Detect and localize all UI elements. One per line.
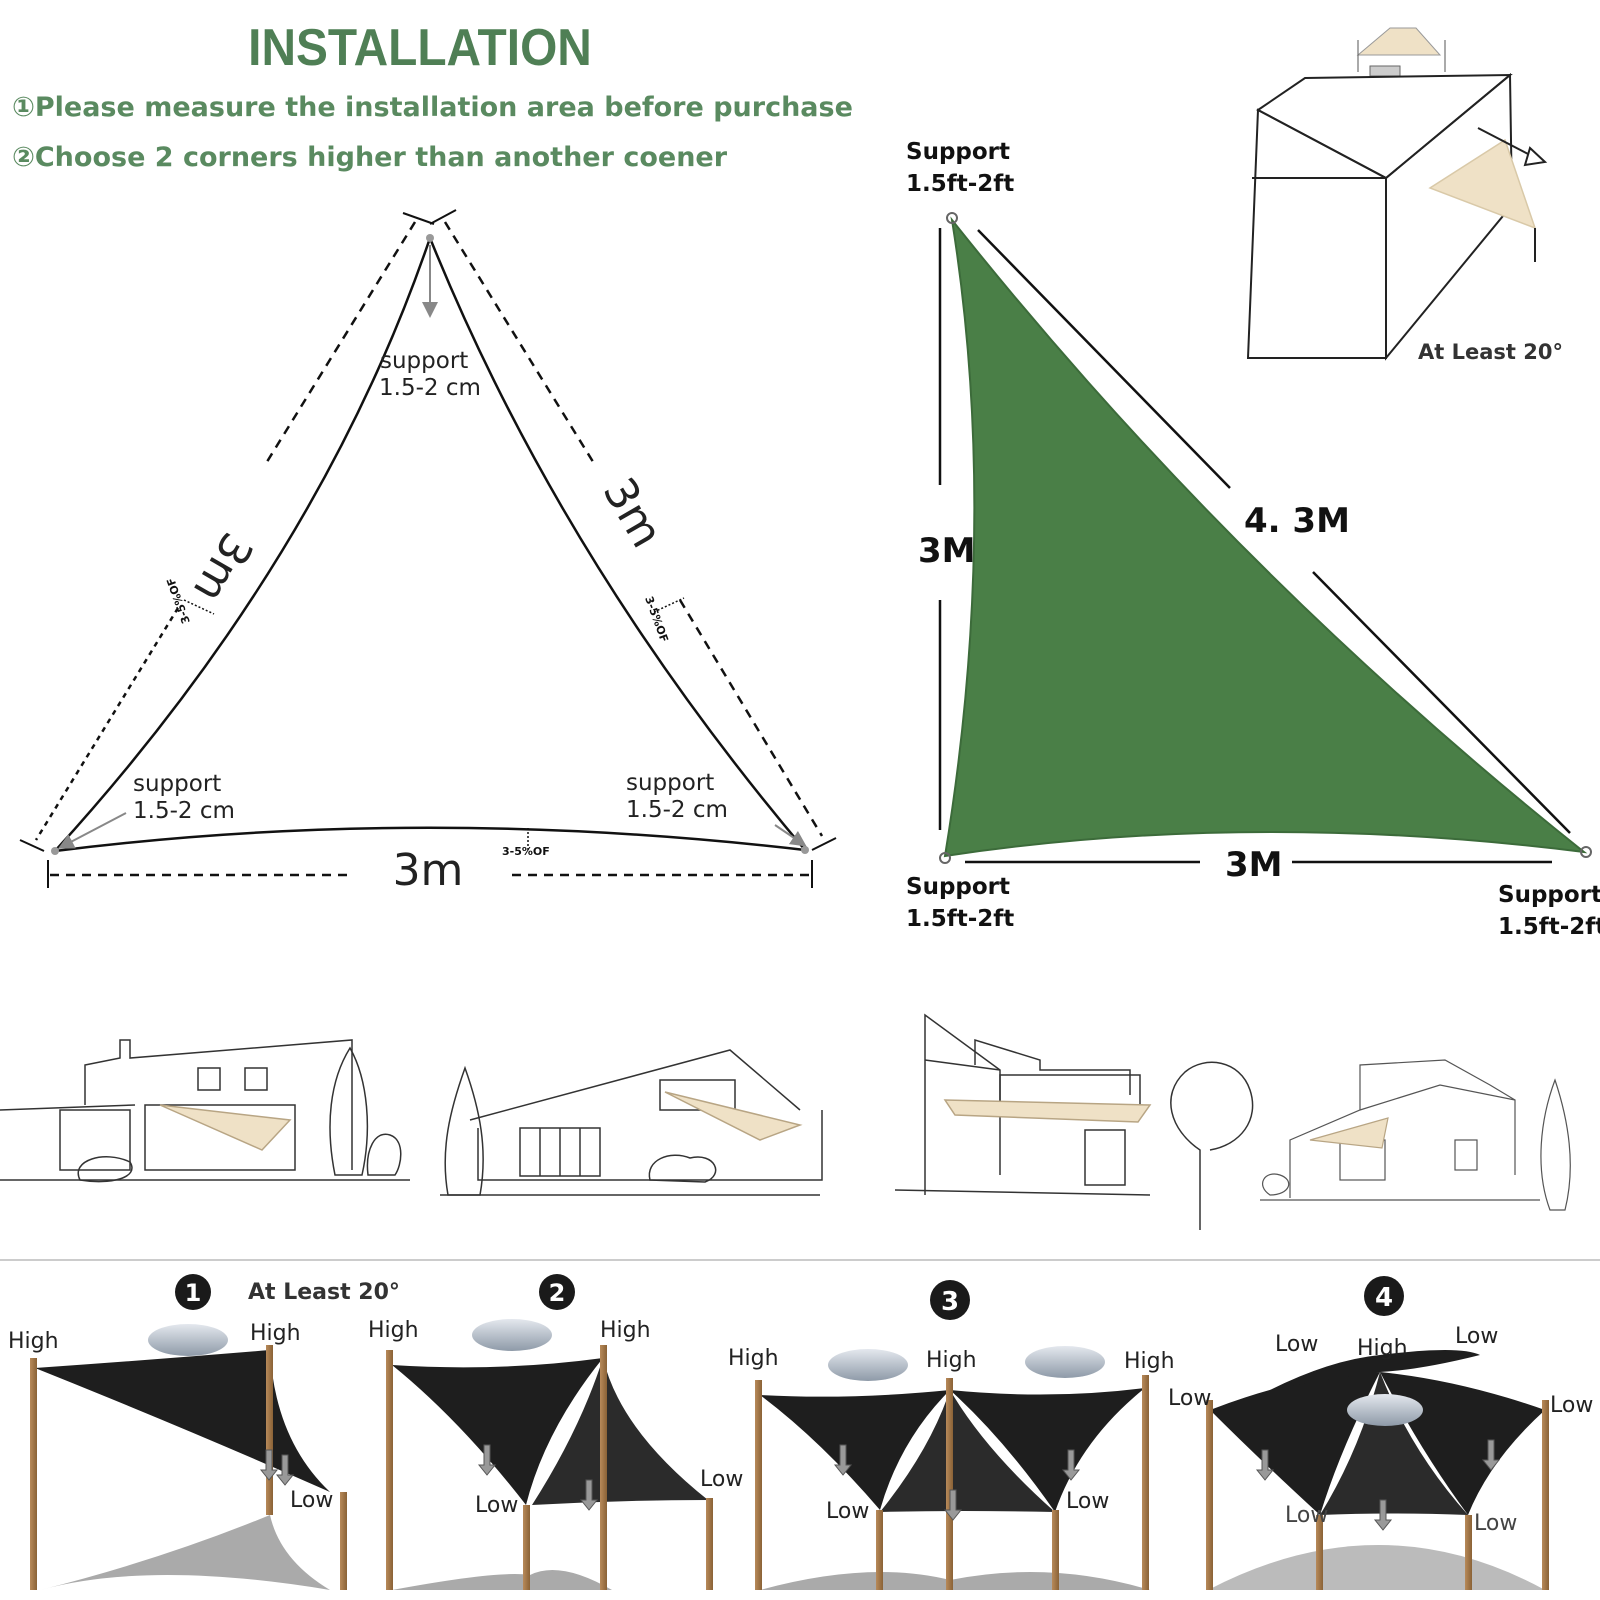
green-sail (943, 216, 1588, 858)
panel-number-4: 4 (1375, 1283, 1393, 1313)
side-length-right: 3m (593, 469, 673, 556)
right-triangle-sail-diagram: Support 1.5ft-2ft Support 1.5ft-2ft Supp… (906, 139, 1600, 940)
panel-number-2: 2 (549, 1279, 566, 1307)
label-low: Low (1275, 1332, 1318, 1357)
instruction-step-2: ②Choose 2 corners higher than another co… (12, 142, 728, 173)
support-label-left: support (133, 771, 221, 797)
page-title: INSTALLATION (248, 19, 592, 77)
scene-house-2 (440, 1049, 823, 1196)
rain-arrows (259, 1439, 1501, 1531)
label-high: High (926, 1348, 977, 1373)
wall-mount-inset: At Least 20° (1246, 27, 1563, 364)
panel-number-3: 3 (941, 1287, 959, 1317)
label-low: Low (1474, 1511, 1517, 1536)
label-high: High (1124, 1349, 1175, 1374)
label-high: High (1357, 1336, 1408, 1361)
support-size-bottom-left: 1.5ft-2ft (906, 906, 1014, 932)
support-size-top: 1.5ft-2ft (906, 171, 1014, 197)
support-label-top: Support (906, 139, 1010, 165)
label-high: High (728, 1346, 779, 1371)
scene-house-1 (0, 1039, 410, 1183)
label-low: Low (1066, 1489, 1109, 1514)
label-low: Low (1285, 1503, 1328, 1528)
support-size-left: 1.5-2 cm (133, 798, 235, 824)
side-length-bottom: 3M (1225, 845, 1283, 885)
sag-note-right: 3-5%OF (642, 595, 671, 644)
support-label-bottom-right: Support (1498, 882, 1600, 908)
angle-note-inset: At Least 20° (1418, 340, 1563, 364)
label-low: Low (700, 1467, 743, 1492)
scene-house-3 (1260, 1059, 1571, 1211)
label-high: High (250, 1321, 301, 1346)
instruction-step-1: ①Please measure the installation area be… (12, 92, 853, 123)
support-size-bottom-right: 1.5ft-2ft (1498, 914, 1600, 940)
panel-3: 3 High High High Low Low (728, 1280, 1175, 1590)
label-low: Low (1168, 1386, 1211, 1411)
angle-note: At Least 20° (248, 1280, 400, 1305)
sag-note-bottom: 3-5%OF (502, 845, 550, 858)
panel-4: 4 Low High Low Low Low Low Low (1168, 1276, 1593, 1590)
label-high: High (8, 1329, 59, 1354)
label-low: Low (290, 1488, 333, 1513)
panel-number-1: 1 (185, 1279, 202, 1307)
panel-1: 1 At Least 20° High High Low (8, 1274, 400, 1590)
side-length-vertical: 3M (918, 531, 976, 571)
support-label-top: support (380, 348, 468, 374)
support-label-right: support (626, 770, 714, 796)
label-high: High (368, 1318, 419, 1343)
support-label-bottom-left: Support (906, 874, 1010, 900)
label-low: Low (1455, 1324, 1498, 1349)
panel-2: 2 High High Low Low (368, 1274, 743, 1590)
label-low: Low (475, 1493, 518, 1518)
support-size-right: 1.5-2 cm (626, 797, 728, 823)
label-low: Low (1550, 1393, 1593, 1418)
equilateral-sail-diagram: support 1.5-2 cm support 1.5-2 cm suppor… (19, 209, 837, 896)
scene-courtyard (894, 1013, 1254, 1230)
side-length-left: 3m (183, 524, 263, 611)
side-length-bottom: 3m (393, 845, 464, 896)
support-size-top: 1.5-2 cm (379, 375, 481, 401)
side-length-hypotenuse: 4. 3M (1244, 501, 1350, 541)
label-low: Low (826, 1499, 869, 1524)
label-high: High (600, 1318, 651, 1343)
